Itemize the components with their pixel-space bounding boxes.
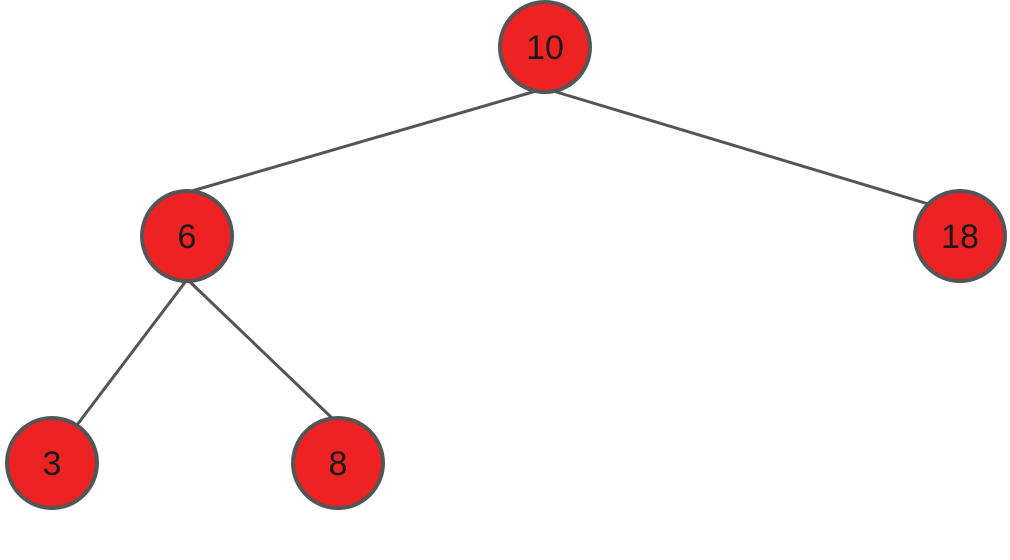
node-layer: 10 6 18 3 8 (5, 0, 1007, 510)
node-label: 10 (526, 29, 564, 67)
node-label: 8 (329, 445, 348, 483)
node-circle[interactable] (5, 416, 99, 510)
edge-10-to-18 (552, 89, 936, 208)
tree-node-18[interactable]: 18 (913, 189, 1007, 283)
edge-layer (75, 89, 936, 426)
node-circle[interactable] (291, 416, 385, 510)
edge-6-to-3 (75, 280, 188, 426)
tree-node-3[interactable]: 3 (5, 416, 99, 510)
tree-node-6[interactable]: 6 (140, 189, 234, 283)
edge-6-to-8 (187, 279, 334, 420)
tree-node-10[interactable]: 10 (498, 0, 592, 94)
edge-10-to-6 (177, 89, 537, 197)
node-circle[interactable] (913, 189, 1007, 283)
node-circle[interactable] (140, 189, 234, 283)
node-label: 3 (43, 445, 62, 483)
tree-node-8[interactable]: 8 (291, 416, 385, 510)
node-label: 6 (178, 218, 197, 256)
node-circle[interactable] (498, 0, 592, 94)
node-label: 18 (941, 218, 979, 256)
